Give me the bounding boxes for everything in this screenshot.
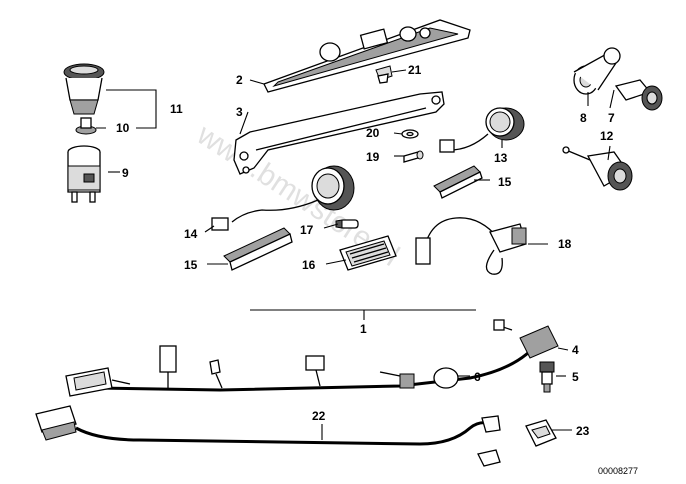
part-10-bulb-holder: [75, 117, 97, 135]
part-2-instrument-cover: [263, 19, 471, 93]
part-9-ashtray-housing: [67, 145, 101, 203]
part-15-cable-clip-left: [223, 227, 293, 271]
part-7-lighter-socket: [614, 79, 663, 111]
callout-16: 16: [302, 258, 316, 272]
part-18-harness: [415, 217, 527, 275]
part-8-lighter-ring: [573, 47, 621, 95]
part-22-cable: [35, 405, 501, 467]
part-16-lamp: [339, 235, 397, 271]
part-5-sensor: [539, 361, 555, 393]
part-21-clip: [375, 65, 393, 84]
callout-22: 22: [312, 409, 326, 423]
callout-labels: 2 21 3 20 19 11 10 9 8 7 12 13 15 14 17 …: [116, 63, 615, 438]
part-1-main-harness: [65, 319, 559, 397]
callout-17: 17: [300, 223, 314, 237]
callout-23: 23: [576, 424, 590, 438]
callout-13: 13: [494, 151, 508, 165]
callout-1: 1: [360, 322, 367, 336]
callout-11: 11: [170, 102, 183, 116]
callout-6: 6: [474, 370, 481, 384]
part-3-bracket: [233, 91, 445, 175]
part-14-gauge: [211, 165, 355, 231]
callout-3: 3: [236, 105, 243, 119]
part-11-lighter-socket: [63, 63, 105, 115]
callout-10: 10: [116, 121, 130, 135]
part-13-clock: [439, 107, 525, 153]
callout-14: 14: [184, 227, 198, 241]
part-19-screw: [403, 150, 424, 163]
callout-21: 21: [408, 63, 422, 77]
callout-20: 20: [366, 126, 380, 140]
part-15-cable-clip-right: [433, 165, 483, 199]
callout-15-right: 15: [498, 175, 512, 189]
callout-12: 12: [600, 129, 614, 143]
part-17-bulb: [335, 219, 359, 229]
callout-7: 7: [608, 111, 615, 125]
callout-2: 2: [236, 73, 243, 87]
callout-8: 8: [580, 111, 587, 125]
callout-15-left: 15: [184, 258, 198, 272]
leader-lines: [96, 69, 615, 440]
callout-19: 19: [366, 150, 380, 164]
part-20-washer: [401, 129, 419, 139]
callout-9: 9: [122, 166, 129, 180]
part-23-clip: [525, 419, 557, 447]
part-12-lighter-assembly: [562, 146, 633, 191]
reference-number: 00008277: [598, 466, 638, 476]
callout-18: 18: [558, 237, 572, 251]
callout-5: 5: [572, 370, 579, 384]
callout-4: 4: [572, 343, 579, 357]
